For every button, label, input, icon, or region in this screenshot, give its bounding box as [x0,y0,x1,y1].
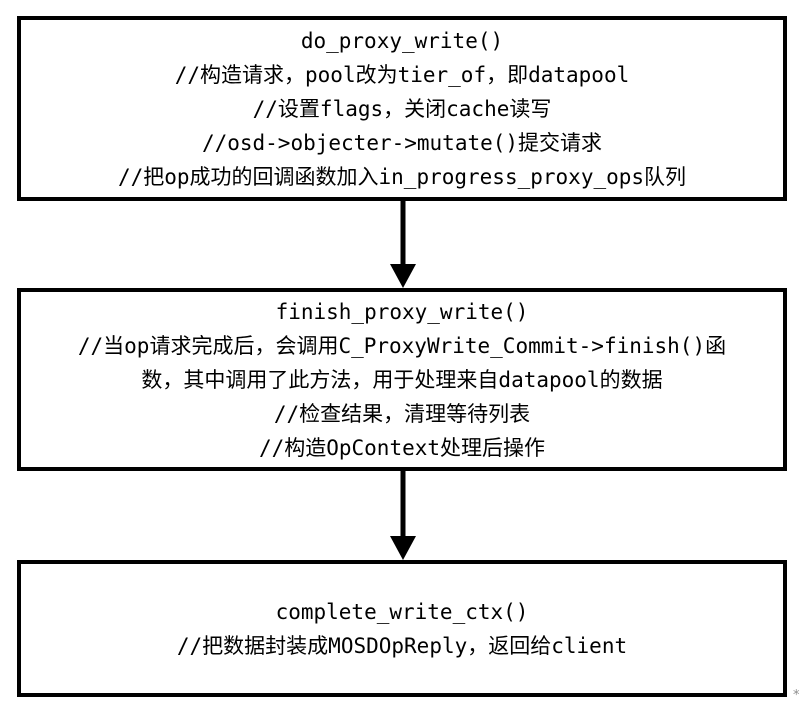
flow-box-do-proxy-write: do_proxy_write() //构造请求，pool改为tier_of，即d… [17,16,787,201]
arrow-down-icon [390,264,416,288]
box-comment-line: //osd->objecter->mutate()提交请求 [201,130,603,155]
box-comment-line: //把数据封装成MOSDOpReply，返回给client [176,633,628,658]
box-comment-line: //设置flags，关闭cache读写 [252,96,552,121]
stray-artifact-mark: * [793,688,800,703]
box-comment-line: //当op请求完成后，会调用C_ProxyWrite_Commit->finis… [77,333,727,358]
box-title: complete_write_ctx() [275,599,529,624]
arrow-shaft [400,201,406,265]
box-title: do_proxy_write() [300,28,504,53]
box-comment-line: //构造请求，pool改为tier_of，即datapool [174,62,630,87]
arrow-down-icon [390,536,416,560]
box-comment-line: //把op成功的回调函数加入in_progress_proxy_ops队列 [117,164,687,189]
arrow-connector-1 [390,201,416,288]
box-comment-line: 数，其中调用了此方法，用于处理来自datapool的数据 [141,367,663,392]
box-title: finish_proxy_write() [275,299,529,324]
box-comment-line: //构造OpContext处理后操作 [258,435,546,460]
flow-box-finish-proxy-write: finish_proxy_write() //当op请求完成后，会调用C_Pro… [17,288,787,471]
arrow-shaft [400,471,406,537]
box-comment-line: //检查结果，清理等待列表 [273,401,531,426]
flow-box-complete-write-ctx: complete_write_ctx() //把数据封装成MOSDOpReply… [17,560,787,697]
arrow-connector-2 [390,471,416,560]
